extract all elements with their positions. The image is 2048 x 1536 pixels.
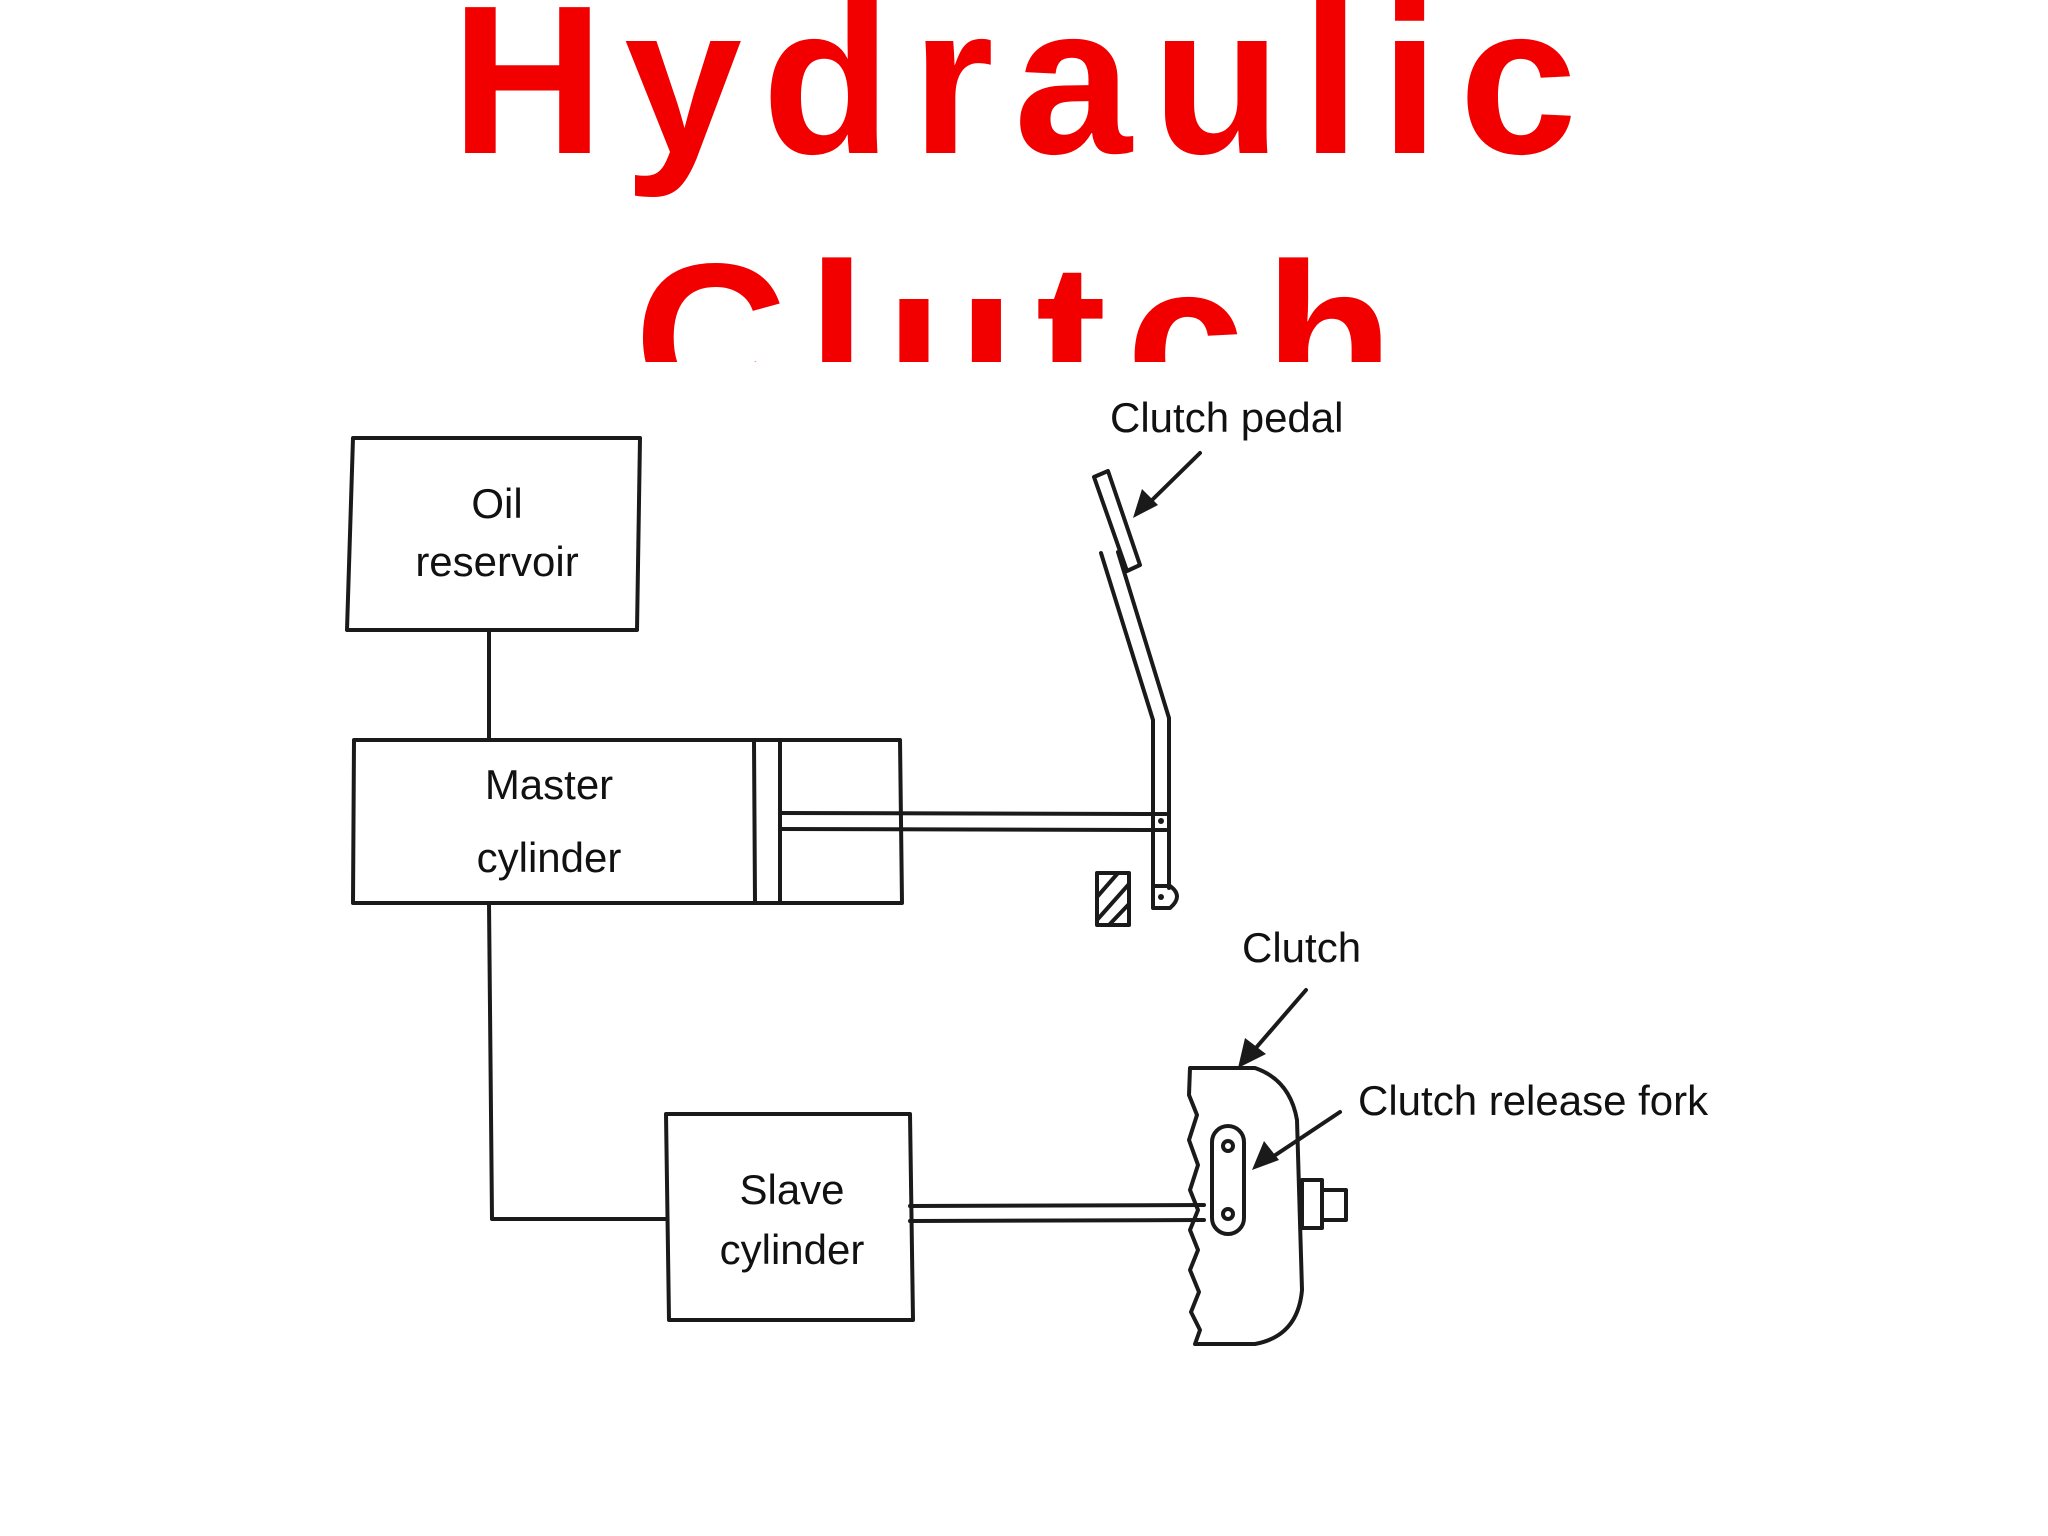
release-fork-arrow (1269, 1110, 1342, 1160)
oil-reservoir-label-1: Oil (471, 480, 522, 527)
master-cylinder-box (351, 738, 904, 905)
pedal-pivot (1151, 884, 1179, 910)
push-rod-bottom (778, 827, 1168, 832)
clutch-arrow (1253, 988, 1308, 1051)
title-block: Hydraulic Clutch (0, 0, 2048, 362)
clutch-pedal-arrow (1145, 451, 1202, 507)
oil-reservoir-box (345, 436, 642, 632)
clutch-release-fork-label: Clutch release fork (1358, 1077, 1709, 1124)
clutch-hub (1300, 1178, 1324, 1230)
title-line-1: Hydraulic (450, 0, 1598, 198)
oil-reservoir-label-2: reservoir (415, 538, 578, 585)
slave-cylinder-box (664, 1112, 915, 1322)
clutch-housing (1187, 1066, 1304, 1346)
clutch-pedal-arm-right (1116, 550, 1171, 890)
slave-rod-bottom (908, 1218, 1206, 1223)
clutch-pedal-label: Clutch pedal (1110, 394, 1343, 441)
clutch-label: Clutch (1242, 924, 1361, 971)
master-cylinder-label-2: cylinder (477, 834, 622, 881)
clutch-release-fork (1210, 1124, 1246, 1236)
clutch-pedal-pad (1092, 469, 1142, 573)
slave-cylinder-label-1: Slave (739, 1166, 844, 1213)
hydraulic-line (487, 901, 668, 1221)
title-line-2: Clutch (634, 219, 1414, 363)
pivot-mount (1095, 871, 1131, 927)
push-rod-top (778, 811, 1168, 816)
clutch-pedal-arm-left (1099, 551, 1155, 902)
master-piston-left (752, 739, 757, 904)
slave-cylinder-label-2: cylinder (720, 1226, 865, 1273)
slave-rod-top (908, 1203, 1206, 1208)
master-cylinder-label-1: Master (485, 761, 613, 808)
